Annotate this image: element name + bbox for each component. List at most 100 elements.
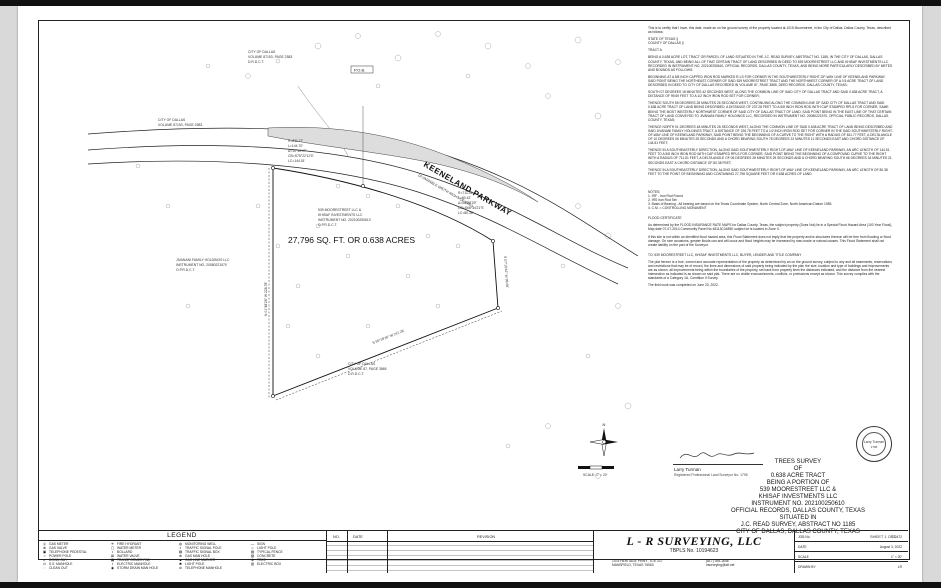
field-work-date: The field work was completed on June 20,…: [648, 283, 719, 288]
cod-label-line1: CITY OF DALLAS: [348, 362, 376, 366]
to-line: TO: 539 MOORESTREET LLC, KHISAF INVESTME…: [648, 252, 802, 257]
legend-symbol-icon: ❀: [251, 558, 254, 562]
surveyor-title: Registered Professional Land Surveyor No…: [674, 473, 748, 477]
legend-symbol-icon: ⊠: [111, 554, 114, 558]
flood-title: FLOOD CERTIFICATE: [648, 216, 682, 221]
curve2-line3: Δ=06°28'29": [458, 201, 478, 205]
legend-item: ⊠WATER VALVE: [110, 554, 178, 558]
drawn-by-label: DRAWN BY: [798, 565, 816, 569]
jivanani-label-line2: INSTRUMENT NO. 20080221570: [176, 263, 227, 267]
scale-label: SCALE: 1" = 20': [583, 473, 608, 477]
legend-item-label: POWER POLE: [49, 554, 72, 558]
north-arrow: N: [589, 422, 618, 457]
revision-no-header: NO.: [333, 535, 340, 539]
title-line10: J.C. READ SURVEY, ABSTRACT NO 1185: [740, 522, 856, 528]
notes-para5: THENCE NORTH 01 DEGREES 48 MINUTES 26 SE…: [648, 124, 893, 146]
cod-label-line3: D.R.D.C.T.: [348, 372, 364, 376]
title-line8: OFFICIAL RECORDS, DALLAS COUNTY, TEXAS: [731, 508, 865, 514]
legend-item: ⊗GAS VALVE: [42, 546, 110, 550]
legend-item: ⊙S.S. MANHOLE: [42, 562, 110, 566]
owner-label-line2: KHISAF INVESTMENTS LLC: [318, 213, 363, 217]
company-name: L - R SURVEYING, LLC: [626, 534, 762, 548]
legend-item-label: GAS METER: [49, 542, 69, 546]
curve1-line4: CB=S75°22'11"E: [288, 154, 314, 158]
survey-plan: KEENELAND PARKWAY (A VARIABLE WIDTH RIGH…: [87, 31, 639, 479]
legend-item: ▦TRANSFORMER PAD: [110, 558, 178, 562]
legend-symbol-icon: ☼: [250, 546, 255, 550]
scale-row-value: 1" = 20': [890, 555, 902, 559]
curve2-line4: CB=S66°34'21"E: [458, 206, 484, 210]
bearing-south: S 55°28'26" W 237.28': [372, 329, 405, 345]
legend-item-label: STORM DRAIN MAN HOLE: [117, 566, 159, 570]
title-block: TREES SURVEY OF 0.638 ACRE TRACT BEING A…: [698, 459, 898, 536]
legend-item-label: BOLLARD: [117, 550, 133, 554]
company-address-line1: 1475 HERITAGE PKWY., STE 217: [612, 559, 663, 563]
cod-left-label-line2: VOLUME 87153, PAGE 2583: [158, 123, 202, 127]
legend-column-4: —SIGN☼LIGHT POLE▧TYPICAL FENCE▨CONCRETE❀…: [250, 542, 318, 566]
tree-symbols: [135, 31, 632, 479]
legend-item: ▨CONCRETE: [250, 554, 318, 558]
legend-item: ◍MONITORING WELL: [178, 542, 246, 546]
legend-symbol-icon: ✱: [179, 562, 182, 566]
notes-list: NOTES: 1. IRF - Iron Rod Found 2. IRS Ir…: [648, 189, 833, 211]
legend-symbol-icon: ⊘: [179, 566, 182, 570]
flood-text: As determined by the FLOOD INSURANCE RAT…: [648, 223, 893, 232]
legend-item: ▪ELECTRIC MANHOLE: [110, 562, 178, 566]
seal-number: 1795: [870, 445, 878, 449]
jivanani-label-line1: JIVANANI FAMILY HOLDINGS LLC: [176, 258, 230, 262]
legend-item: ◉STORM DRAIN MAN HOLE: [110, 566, 178, 570]
legend-symbol-icon: ▢: [110, 546, 115, 550]
signature-image: [679, 452, 755, 459]
curve1-line3: Δ=10°12'47": [288, 149, 308, 153]
company-license: TBPLS No. 10194623: [669, 548, 719, 554]
cod-label-line2: VOLUME 87, PAGE 3865: [348, 367, 387, 371]
bearing-east: S 07°18'42" W 99.69': [503, 256, 509, 288]
owner-label-line3: INSTRUMENT NO. 202100250610: [318, 218, 371, 222]
flood-text-2: If this site is not within an identified…: [648, 234, 891, 247]
legend-item: ◎GAS METER: [42, 542, 110, 546]
area-label: 27,796 SQ. FT. OR 0.638 ACRES: [288, 235, 415, 245]
title-line5: 539 MOORESTREET LLC &: [759, 487, 837, 493]
legal-description: This is to certify that I have, this dat…: [648, 26, 893, 291]
legend-symbol-icon: ✳: [111, 542, 114, 546]
job-number-label: JOB No.: [798, 535, 811, 539]
legend-symbol-icon: ▦: [110, 558, 115, 562]
legend-item-label: TREE: [257, 558, 266, 562]
legend-item-label: S.S. MANHOLE: [49, 562, 73, 566]
notes-para3: SOUTH 07 DEGREES 18 MINUTES 42 SECONDS W…: [648, 90, 883, 99]
cod-left-label-line1: CITY OF DALLAS: [158, 118, 186, 122]
legend-symbol-icon: ▨: [250, 554, 255, 558]
top-border-band: [0, 0, 941, 6]
legend-title: LEGEND: [38, 532, 326, 541]
curve1-line2: L=144.70': [288, 144, 303, 148]
legend-item-label: LIGHT POLE: [257, 546, 277, 550]
date-row: DATE August 3, 2022: [795, 543, 908, 552]
scale-row: SCALE 1" = 20': [795, 553, 908, 562]
boundary-dashes: [268, 168, 503, 401]
company-address-line2: MANSFIELD, TEXAS 76063: [612, 563, 654, 567]
legend-item: ▥ELECTRIC BOX: [250, 562, 318, 566]
legend-item: ◐TRAFFIC SIGNAL POLE: [178, 546, 246, 550]
title-line11: CITY OF DALLAS, DALLAS COUNTY, TEXAS: [736, 529, 860, 535]
legend-column-3: ◍MONITORING WELL◐TRAFFIC SIGNAL POLE▤TRA…: [178, 542, 246, 570]
scale-row-label: SCALE: [798, 555, 809, 559]
curve2-data: R=711.51' L=80.42' Δ=06°28'29" CB=S66°34…: [458, 191, 484, 215]
legend-item: ⊘TELEPHONE MANHOLE: [178, 566, 246, 570]
legend-item: •BOLLARD: [110, 550, 178, 554]
notes-intro: This is to certify that I have, this dat…: [648, 26, 892, 35]
sheet-number: SHEET 1 OF 2: [870, 534, 897, 539]
legend-symbol-icon: ◎: [42, 542, 47, 546]
title-line4: BEING A PORTION OF: [766, 480, 830, 486]
legend-item-label: TRAFFIC SIGNAL BOX: [185, 550, 220, 554]
legend-item-label: TELEPHONE MANHOLE: [185, 566, 223, 570]
legend-item-label: WATER VALVE: [117, 554, 140, 558]
drawn-by-row: DRAWN BY LR: [795, 563, 908, 571]
legend-symbol-icon: ⊕: [179, 554, 182, 558]
legend-item: —SIGN: [250, 542, 318, 546]
legend-item: ▧TYPICAL FENCE: [250, 550, 318, 554]
legend-item: ↙DOWN GUY: [42, 558, 110, 562]
legend-item-label: DOWN GUY: [49, 558, 68, 562]
legend-symbol-icon: ○: [43, 554, 46, 558]
legend-item-label: TRANSFORMER PAD: [117, 558, 150, 562]
north-label: N: [603, 422, 606, 427]
